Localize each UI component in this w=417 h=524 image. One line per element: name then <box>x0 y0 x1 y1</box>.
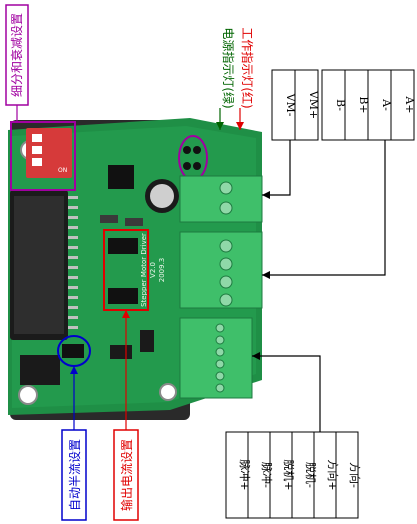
working-led <box>183 162 191 170</box>
silkscreen-line: Stepper Motor Driver <box>140 233 148 307</box>
arrow-head <box>262 271 270 279</box>
signal-terminal-block <box>179 317 253 399</box>
signal-terminal-body <box>179 317 253 399</box>
terminal-screw <box>219 181 233 195</box>
leader-lines <box>16 105 386 432</box>
power-terminal-body <box>179 175 263 223</box>
working-led-pin <box>193 162 201 170</box>
label-pulse-minus: 脉冲- <box>260 462 274 488</box>
dip-switch-lever[interactable] <box>32 134 42 142</box>
silkscreen: Stepper Motor Driver V2.0 2009.3 <box>140 233 166 307</box>
arrow-head <box>262 191 270 199</box>
smd-component <box>110 345 132 359</box>
callout-auto-half-current: 自动半流设置 <box>68 439 82 511</box>
dip-switch-lever[interactable] <box>32 158 42 166</box>
dip-switch-lever[interactable] <box>32 146 42 154</box>
terminal-screw <box>215 323 225 333</box>
arrow-head <box>122 310 130 318</box>
silkscreen-line: V2.0 <box>149 262 157 278</box>
terminal-screw <box>215 371 225 381</box>
arrow-head <box>216 122 224 130</box>
silkscreen-line: 2009.3 <box>158 258 166 283</box>
power-led <box>183 146 191 154</box>
smd-component <box>140 330 154 352</box>
label-direction-plus: 方向+ <box>326 459 340 490</box>
label-offline-minus: 脱机- <box>304 462 318 488</box>
opto-chip <box>20 355 60 385</box>
label-b-plus: B+ <box>357 96 370 113</box>
callout-working-led: 工作指示灯(红) <box>240 27 255 108</box>
smd-component <box>125 218 143 226</box>
current-jumpers <box>108 238 138 304</box>
label-vm-plus: VM+ <box>307 90 320 119</box>
mount-hole <box>159 383 177 401</box>
power-terminal-block <box>179 175 263 223</box>
label-b-minus: B- <box>334 99 347 111</box>
terminal-screw <box>219 275 233 289</box>
dip-switch[interactable]: ON <box>26 128 72 178</box>
callout-box-half-current <box>61 429 87 521</box>
jumper-block[interactable] <box>108 238 138 254</box>
driver-ic-top <box>14 196 64 334</box>
smd-component <box>100 215 118 223</box>
callout-subdivision-decay: 细分和衰减设置 <box>9 13 24 97</box>
jumper-block[interactable] <box>108 288 138 304</box>
terminal-screw <box>219 257 233 271</box>
capacitor-top <box>150 184 174 208</box>
motor-terminal-block <box>179 231 263 309</box>
label-pulse-plus: 脉冲+ <box>238 459 252 490</box>
label-offline-plus: 脱机+ <box>282 459 296 490</box>
callout-box-subdivision <box>5 4 29 106</box>
mount-hole <box>18 385 38 405</box>
callout-output-current: 输出电流设置 <box>119 439 134 511</box>
jumper-block[interactable] <box>62 344 84 358</box>
terminal-screw <box>219 201 233 215</box>
terminal-screw <box>215 383 225 393</box>
half-current-jumper[interactable] <box>62 344 84 358</box>
terminal-screw <box>215 335 225 345</box>
arrow-heads <box>70 122 270 374</box>
label-direction-minus: 方向- <box>348 462 362 488</box>
terminal-screw <box>215 359 225 369</box>
dip-switch-on-label: ON <box>58 167 67 174</box>
power-led-pin <box>193 146 201 154</box>
callout-power-led: 电源指示灯(绿) <box>221 27 236 108</box>
arrow-head <box>236 122 244 130</box>
callout-box-output-current <box>113 429 139 521</box>
arrow-head <box>252 352 260 360</box>
indicator-leds <box>183 146 201 170</box>
terminal-screw <box>215 347 225 357</box>
terminal-screw <box>219 293 233 307</box>
label-a-minus: A- <box>380 98 393 111</box>
logic-chip <box>108 165 134 189</box>
terminal-screw <box>219 239 233 253</box>
arrow-head <box>70 366 78 374</box>
dip-switch-highlight-box <box>10 121 76 191</box>
label-vm-minus: VM- <box>284 93 297 117</box>
label-a-plus: A+ <box>403 95 416 113</box>
driver-ic-pins <box>68 196 78 329</box>
